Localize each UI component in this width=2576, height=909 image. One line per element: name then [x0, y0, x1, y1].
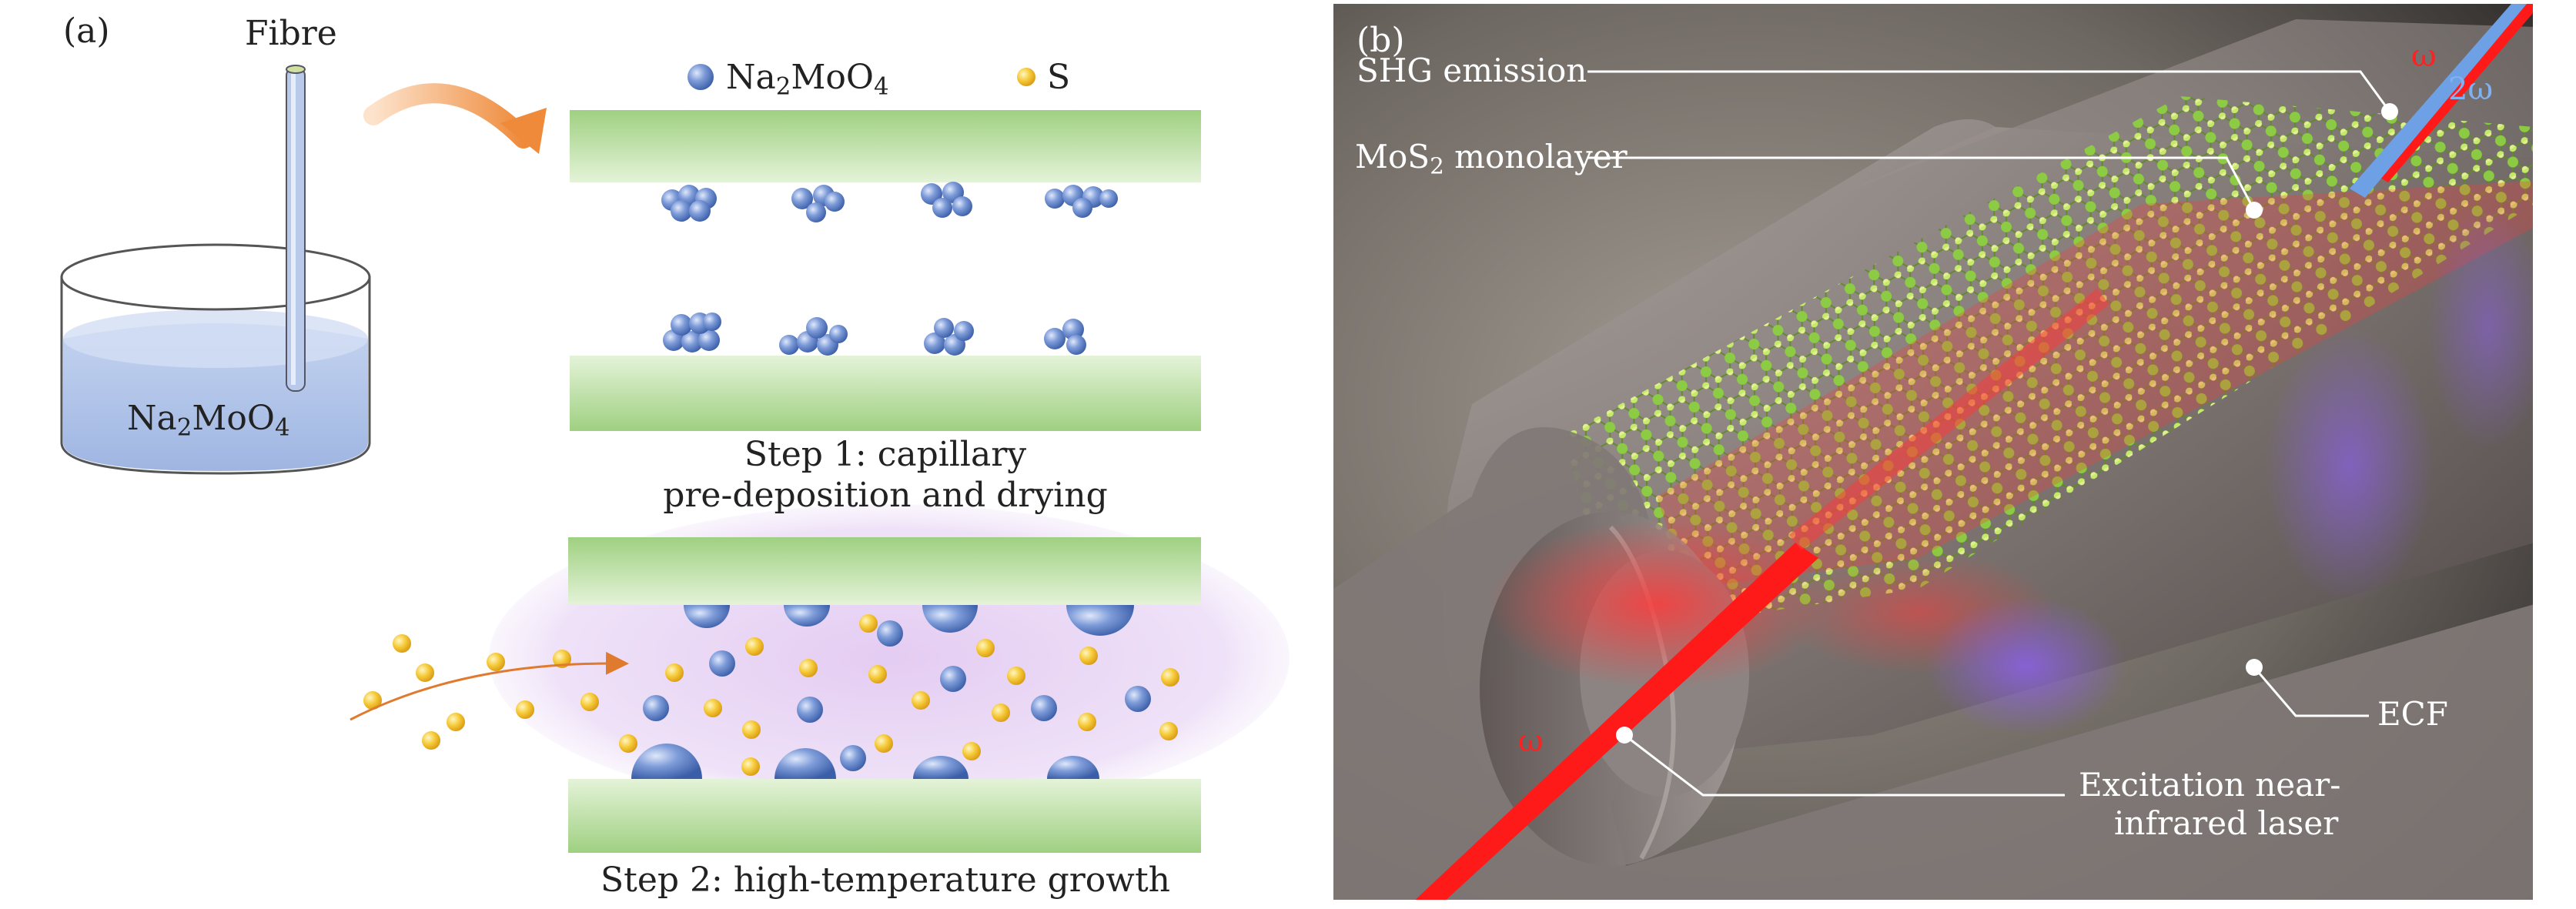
step2-flow-arrow	[350, 651, 629, 721]
curve-arrow-head	[500, 108, 547, 154]
mos2-callout	[1587, 156, 2256, 211]
ecf-callout	[2253, 667, 2369, 717]
laser-label-line2: infrared laser	[2114, 804, 2339, 842]
panel-a-graphics	[60, 64, 1290, 853]
fibre-label: Fibre	[245, 14, 337, 53]
shg-label: SHG emission	[1357, 52, 1587, 89]
legend-s-dot	[1017, 68, 1035, 86]
step2-domes	[631, 605, 1134, 779]
laser-label-line1: Excitation near-	[2079, 766, 2341, 804]
step2-s-particles	[580, 614, 1179, 776]
step2-top-plate	[568, 537, 1201, 605]
beaker-label: Na2MoO4	[127, 399, 290, 442]
step1-bottom-particles	[663, 312, 1086, 356]
legend-na-dot	[687, 64, 714, 90]
step1-caption-line2: pre-deposition and drying	[663, 476, 1108, 515]
step2-incoming-s	[363, 634, 571, 750]
two-omega-label: 2ω	[2448, 72, 2494, 107]
ecf-label: ECF	[2377, 695, 2448, 733]
panel-a-label: (a)	[63, 12, 110, 51]
step1-caption-line1: Step 1: capillary	[744, 435, 1027, 474]
panel-b-graphics	[1333, 4, 2533, 900]
laser-callout	[1624, 734, 2065, 797]
omega-in-label: ω	[1518, 724, 1544, 759]
step1-top-plate	[570, 110, 1201, 182]
shg-beam	[2350, 4, 2527, 198]
laser-beam	[1415, 543, 1818, 900]
step1-top-particles	[661, 182, 1118, 222]
step2-caption: Step 2: high-temperature growth	[601, 861, 1170, 900]
panel-b-label: (b)	[1357, 21, 1405, 60]
panel-a: (a) Fibre Na2MoO4 Na2MoO4 S Step 1: capi…	[60, 12, 1290, 900]
panel-b: (b) SHG emission MoS2 monolayer ECF Exci…	[1333, 4, 2533, 900]
step2-bottom-plate	[568, 779, 1201, 853]
mos2-label: MoS2 monolayer	[1355, 138, 1628, 179]
fibre-tube	[286, 65, 306, 392]
legend-na-label: Na2MoO4	[726, 58, 889, 101]
legend-s-label: S	[1047, 58, 1071, 97]
step1-bottom-plate	[570, 356, 1201, 431]
step2-na-particles	[643, 620, 1151, 771]
omega-out-label: ω	[2411, 38, 2437, 74]
curve-arrow	[363, 83, 534, 149]
shg-callout	[1587, 70, 2391, 112]
